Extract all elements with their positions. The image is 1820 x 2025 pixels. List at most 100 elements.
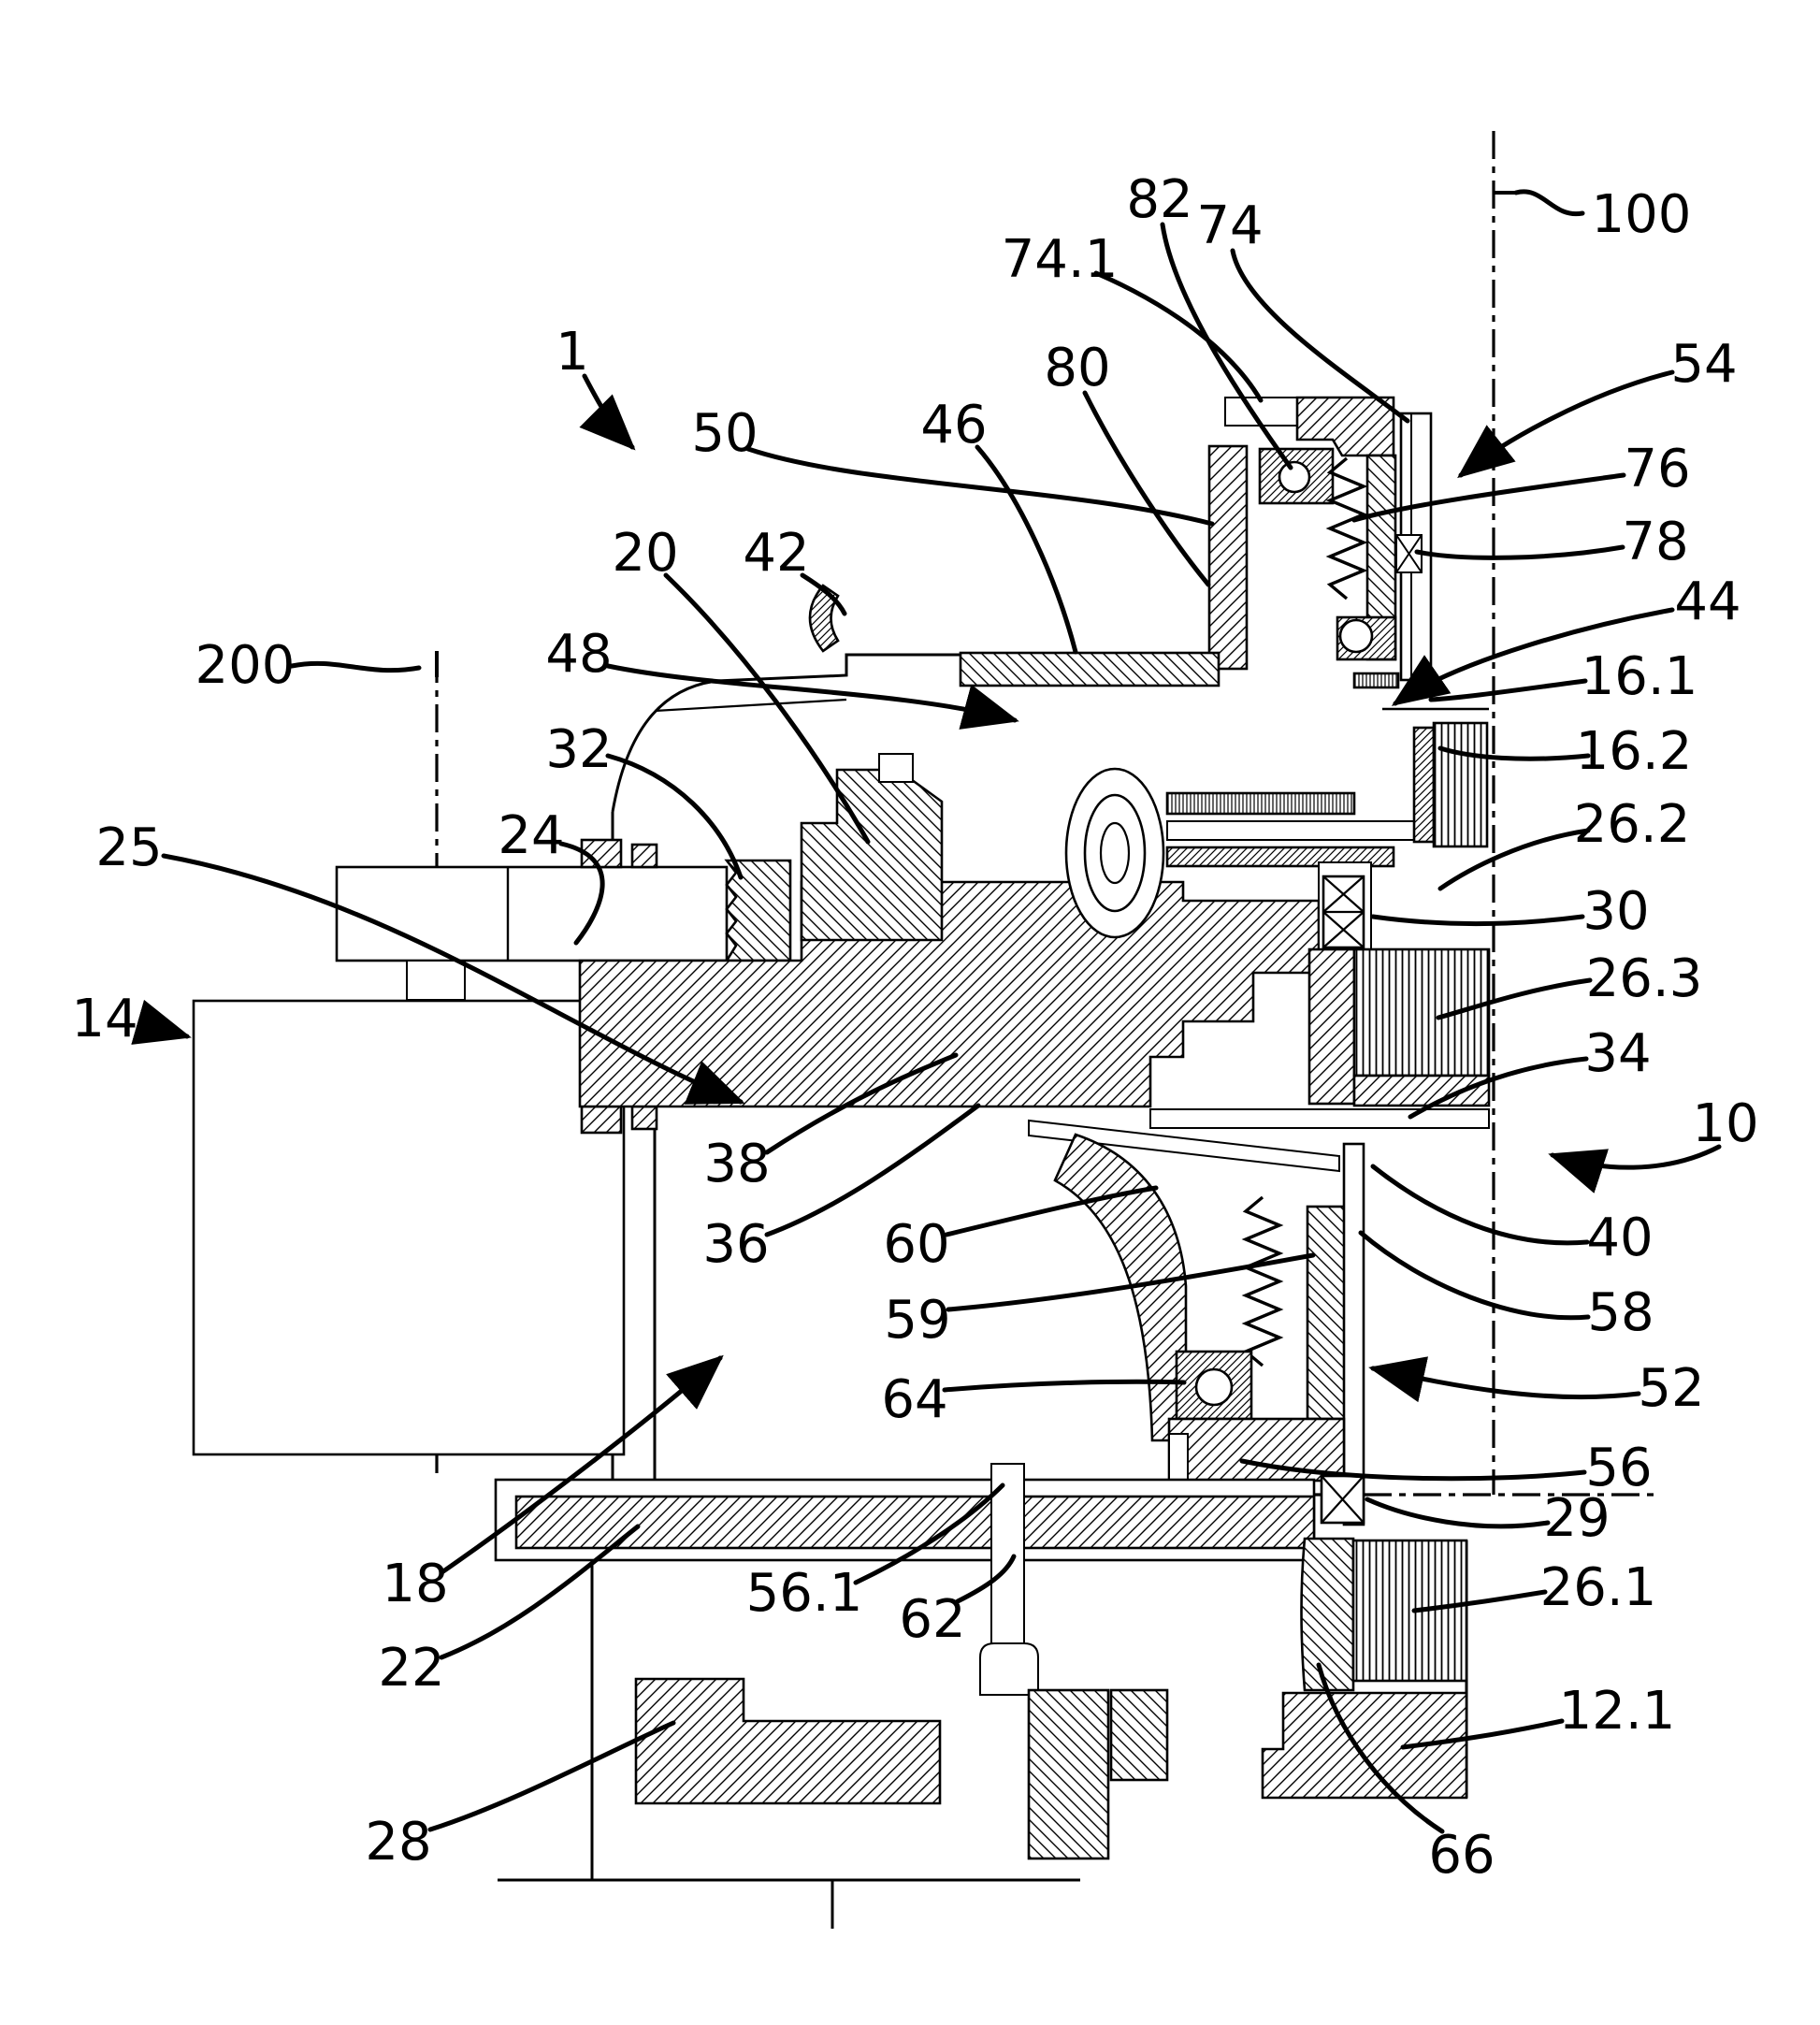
leader-52	[1368, 1356, 1641, 1403]
leader-40	[1370, 1164, 1590, 1246]
ref-label-44: 44	[1674, 571, 1741, 632]
spline-strip-44	[1352, 672, 1400, 689]
piston-59	[1306, 1205, 1347, 1421]
ref-label-34: 34	[1584, 1023, 1651, 1084]
clutch-plate-52	[1342, 1142, 1365, 1526]
leader-74-1	[1093, 270, 1264, 403]
leader-18	[441, 1354, 724, 1574]
ref-label-56-1: 56.1	[746, 1563, 863, 1624]
leader-66	[1316, 1662, 1445, 1834]
plate-22-hatch	[514, 1495, 1316, 1550]
bearing-30-cross	[1322, 875, 1365, 948]
leader-78	[1414, 544, 1625, 560]
ref-label-14: 14	[71, 989, 137, 1049]
ref-label-26-2: 26.2	[1574, 794, 1691, 855]
support-plate-46	[959, 651, 1221, 687]
leader-lines	[131, 189, 1722, 1834]
winding-block-26-1	[1351, 1539, 1468, 1683]
ref-label-78: 78	[1622, 512, 1688, 572]
bellows-spring-76	[1325, 456, 1368, 600]
bearing-29	[1320, 1474, 1365, 1525]
hub-nub-bottom-1	[580, 1105, 623, 1135]
reference-labels: 1 50 46 74.1 82 74 100 80 54 76 78 44 16…	[71, 169, 1758, 1886]
spring-seat	[878, 753, 914, 783]
leader-56-1	[853, 1483, 1005, 1585]
ref-label-22: 22	[378, 1638, 444, 1699]
pilot-bearing-ball-82	[1278, 460, 1311, 494]
ref-label-59: 59	[884, 1290, 950, 1351]
bearing-29-cross	[1321, 1475, 1365, 1524]
ref-label-66: 66	[1428, 1825, 1495, 1886]
ref-label-64: 64	[881, 1369, 947, 1430]
ref-label-36: 36	[702, 1214, 769, 1275]
cover-column-50	[1207, 444, 1249, 671]
cover-block	[800, 768, 944, 942]
hub-nub-bottom-2	[630, 1105, 658, 1131]
ref-label-52: 52	[1638, 1358, 1704, 1419]
ref-label-29: 29	[1543, 1488, 1610, 1549]
leader-200	[289, 660, 422, 673]
ref-label-38: 38	[703, 1134, 770, 1194]
winding-block-26-3	[1352, 947, 1491, 1078]
machine-parts	[192, 396, 1491, 1860]
leader-10	[1548, 1144, 1722, 1193]
ref-label-48: 48	[545, 624, 612, 685]
leader-26-2	[1437, 828, 1591, 891]
hub-cap-hatched	[724, 859, 792, 962]
leader-28	[427, 1720, 676, 1832]
ref-label-74-1: 74.1	[1002, 229, 1119, 290]
leader-44	[1391, 607, 1675, 706]
leader-16-2	[1437, 745, 1591, 761]
hub-nub-top-2	[630, 843, 658, 869]
ref-label-74: 74	[1196, 195, 1263, 256]
leader-24	[558, 841, 605, 946]
leader-62	[955, 1554, 1017, 1604]
leader-50	[745, 446, 1215, 527]
bearing-ball-64	[1194, 1367, 1234, 1407]
ref-label-26-3: 26.3	[1586, 948, 1703, 1009]
ref-label-58: 58	[1587, 1282, 1654, 1343]
bearing-30	[1318, 861, 1372, 957]
hub-step	[406, 960, 466, 1001]
ref-label-28: 28	[365, 1812, 431, 1873]
leader-76	[1351, 472, 1626, 523]
ref-label-32: 32	[545, 719, 612, 780]
cv-ball-inner	[1099, 821, 1131, 885]
ref-label-80: 80	[1044, 338, 1110, 398]
pilot-bearing-housing	[1258, 447, 1335, 505]
support-arm-40	[1028, 1119, 1340, 1173]
winding-block-16-2	[1432, 721, 1489, 848]
leader-29	[1365, 1497, 1551, 1529]
front-cover-inner-line	[654, 698, 847, 713]
ref-label-12-1: 12.1	[1559, 1681, 1676, 1742]
leader-56	[1239, 1458, 1587, 1482]
ref-label-26-1: 26.1	[1540, 1557, 1657, 1618]
carrier-bar-34	[1149, 1108, 1490, 1129]
leader-64	[942, 1379, 1187, 1393]
leader-1	[579, 373, 636, 451]
ref-label-62: 62	[899, 1589, 965, 1650]
leader-14	[131, 999, 192, 1045]
ref-label-16-1: 16.1	[1582, 646, 1698, 707]
seal-78-cross	[1395, 534, 1423, 573]
shaft-plate	[1166, 820, 1415, 841]
ref-label-20: 20	[612, 523, 678, 584]
ref-label-42: 42	[743, 523, 809, 584]
mount-pillar-a	[1027, 1688, 1110, 1860]
machine-box-14	[192, 999, 626, 1456]
ref-label-1: 1	[556, 322, 589, 383]
mount-block-28	[634, 1677, 942, 1805]
ref-label-50: 50	[691, 403, 758, 464]
ref-label-25: 25	[95, 817, 162, 878]
leader-12-1	[1400, 1718, 1565, 1750]
leader-32	[605, 753, 744, 880]
ref-label-46: 46	[920, 395, 987, 456]
leader-36	[764, 1103, 981, 1237]
bracket-66	[1300, 1537, 1355, 1692]
cv-ball-mid	[1083, 793, 1147, 913]
release-bearing-ball	[1338, 618, 1374, 654]
winding-foot-26-3	[1352, 1074, 1491, 1107]
bellows-spring-58	[1241, 1195, 1284, 1367]
